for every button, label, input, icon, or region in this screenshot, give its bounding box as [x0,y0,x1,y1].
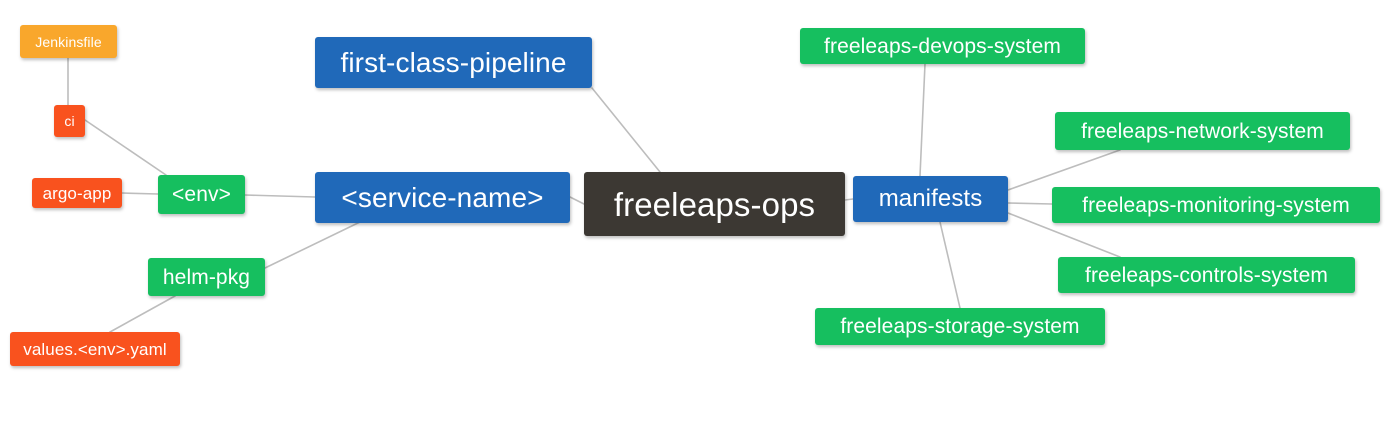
mindmap-node-first-class-pipeline[interactable]: first-class-pipeline [315,37,592,88]
mindmap-node-env[interactable]: <env> [158,175,245,214]
edge-manifests-to-devops-system [919,63,926,177]
edge-root-to-service-name [569,196,585,205]
mindmap-node-label: freeleaps-devops-system [824,34,1061,58]
mindmap-node-devops-system[interactable]: freeleaps-devops-system [800,28,1085,64]
edge-service-name-to-helm-pkg [264,221,361,269]
mindmap-node-label: freeleaps-storage-system [840,315,1080,338]
mindmap-node-label: values.<env>.yaml [23,339,167,359]
mindmap-node-label: ci [64,113,75,129]
mindmap-node-argo-app[interactable]: argo-app [32,178,122,208]
mindmap-node-service-name[interactable]: <service-name> [315,172,570,223]
mindmap-node-label: <env> [172,183,231,206]
mindmap-node-values-yaml[interactable]: values.<env>.yaml [10,332,180,366]
edge-env-to-ci [84,119,167,176]
edge-service-name-to-env [244,194,316,198]
mindmap-node-helm-pkg[interactable]: helm-pkg [148,258,265,296]
mindmap-node-label: freeleaps-ops [613,185,816,223]
edge-root-to-manifests [844,198,854,201]
edge-manifests-to-storage-system [939,221,961,309]
mindmap-node-controls-system[interactable]: freeleaps-controls-system [1058,257,1355,293]
edge-manifests-to-monitoring-system [1007,202,1053,205]
edge-helm-pkg-to-values-yaml [109,295,176,333]
mindmap-node-root[interactable]: freeleaps-ops [584,172,845,236]
mindmap-node-label: argo-app [42,183,112,203]
mindmap-node-label: freeleaps-network-system [1081,119,1324,143]
edge-root-to-first-class-pipeline [591,87,661,173]
edge-manifests-to-network-system [1007,149,1121,191]
mindmap-node-label: freeleaps-controls-system [1085,263,1328,287]
edge-env-to-argo-app [121,192,159,195]
mindmap-node-label: Jenkinsfile [35,33,102,50]
mindmap-node-monitoring-system[interactable]: freeleaps-monitoring-system [1052,187,1380,223]
mindmap-node-manifests[interactable]: manifests [853,176,1008,222]
mindmap-node-label: manifests [878,185,983,212]
mindmap-node-label: <service-name> [341,181,544,213]
mindmap-node-label: first-class-pipeline [340,46,567,78]
mindmap-node-jenkinsfile[interactable]: Jenkinsfile [20,25,117,58]
mindmap-node-ci[interactable]: ci [54,105,85,137]
mindmap-node-label: helm-pkg [162,265,251,289]
mindmap-node-storage-system[interactable]: freeleaps-storage-system [815,308,1105,345]
mindmap-node-label: freeleaps-monitoring-system [1082,193,1350,217]
mindmap-node-network-system[interactable]: freeleaps-network-system [1055,112,1350,150]
